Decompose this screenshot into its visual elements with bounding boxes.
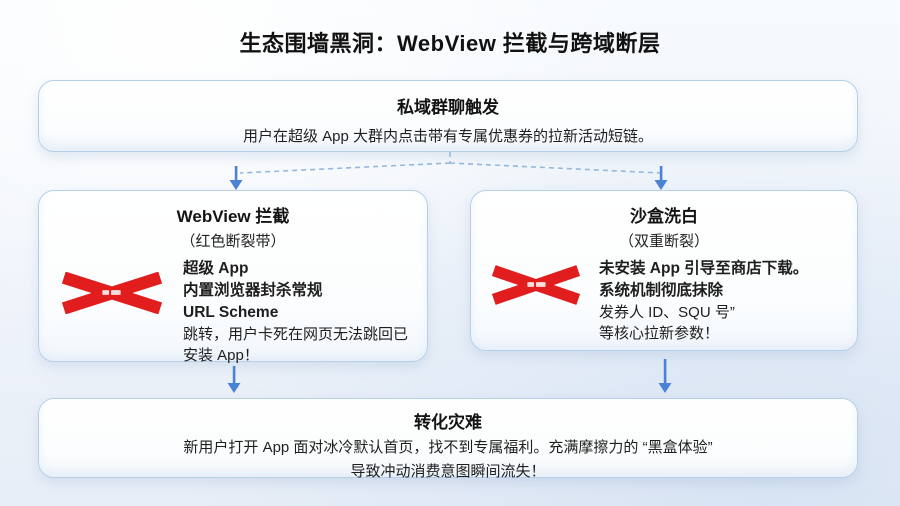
sandbox-subtitle: （双重断裂） — [618, 233, 709, 250]
webview-subtitle: （红色断裂带） — [180, 233, 286, 250]
disaster-desc-line: 新用户打开 App 面对冰冷默认首页，找不到专属福利。充满摩擦力的 “黑盒体验” — [183, 439, 713, 456]
node-sandbox-whitewash: 沙盒洗白 （双重断裂） 未安装 App 引导至商店下载。 系统机制彻底抹除 发券… — [470, 190, 858, 351]
trigger-title: 私域群聊触发 — [397, 98, 499, 117]
icon-label-marks — [527, 282, 546, 287]
webview-desc: 跳转，用户卡死在网页无法跳回已安装 App！ — [183, 326, 409, 365]
down-arrow-icon — [658, 359, 672, 393]
sandbox-text: 未安装 App 引导至商店下载。 系统机制彻底抹除 发券人 ID、SQU 号” … — [599, 258, 808, 345]
webview-bold-line: URL Scheme — [183, 304, 279, 321]
icon-label-marks — [102, 290, 121, 295]
sandbox-desc-line: 等核心拉新参数！ — [599, 325, 720, 343]
down-arrow-icon — [229, 166, 243, 190]
webview-bold-line: 超级 App — [183, 260, 249, 277]
down-arrow-icon — [654, 166, 668, 190]
trigger-desc: 用户在超级 App 大群内点击带有专属优惠券的拉新活动短链。 — [242, 128, 654, 145]
webview-bold-line: 内置浏览器封杀常规 — [183, 282, 323, 299]
sandbox-bold-line: 未安装 App 引导至商店下载。 — [599, 260, 809, 277]
broken-x-icon — [491, 265, 581, 305]
dashed-branch-connector — [239, 152, 662, 174]
page-title: 生态围墙黑洞：WebView 拦截与跨域断层 — [239, 31, 661, 56]
webview-title: WebView 拦截 — [176, 207, 290, 226]
broken-x-icon — [61, 272, 163, 314]
webview-text: 超级 App 内置浏览器封杀常规 URL Scheme 跳转，用户卡死在网页无法… — [183, 258, 417, 367]
node-conversion-disaster: 转化灾难 新用户打开 App 面对冰冷默认首页，找不到专属福利。充满摩擦力的 “… — [38, 398, 858, 480]
disaster-desc-line: 导致冲动消费意图瞬间流失！ — [350, 462, 546, 480]
sandbox-title: 沙盒洗白 — [630, 207, 698, 226]
node-trigger: 私域群聊触发 用户在超级 App 大群内点击带有专属优惠券的拉新活动短链。 — [38, 80, 858, 152]
node-webview-intercept: WebView 拦截 （红色断裂带） 超级 App 内置浏览器封杀常规 URL … — [38, 190, 428, 364]
disaster-title: 转化灾难 — [414, 413, 482, 432]
sandbox-desc-line: 发券人 ID、SQU 号” — [599, 304, 735, 321]
down-arrow-icon — [227, 366, 241, 393]
sandbox-bold-line: 系统机制彻底抹除 — [599, 282, 724, 299]
